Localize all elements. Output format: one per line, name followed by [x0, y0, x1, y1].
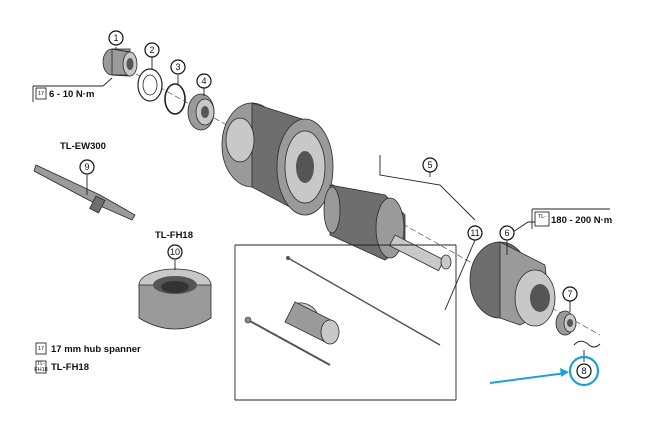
part-7-end-cap	[555, 310, 577, 336]
highlight-arrowhead	[560, 368, 569, 377]
svg-text:4: 4	[201, 76, 206, 86]
highlight-ring	[568, 355, 600, 387]
svg-text:7: 7	[567, 289, 572, 299]
callout-3: 3	[170, 59, 186, 75]
part-4-bearing	[187, 93, 215, 131]
svg-text:180 - 200 N·m: 180 - 200 N·m	[551, 215, 612, 226]
svg-text:6 - 10 N·m: 6 - 10 N·m	[49, 89, 94, 100]
svg-text:11: 11	[470, 228, 479, 238]
svg-text:8: 8	[581, 366, 586, 376]
callout-4: 4	[196, 73, 212, 89]
legend: 17 17 mm hub spanner TL- FH18 TL-FH18	[34, 342, 141, 374]
callout-9: 9	[79, 159, 95, 175]
svg-text:10: 10	[170, 247, 180, 257]
svg-text:5: 5	[427, 160, 432, 170]
callout-6: 6	[499, 225, 515, 241]
torque-small-label: 17 6 - 10 N·m	[32, 85, 103, 102]
tool-ew300-label: TL-EW300	[60, 141, 106, 152]
svg-text:9: 9	[84, 162, 89, 172]
svg-text:2: 2	[149, 45, 154, 55]
svg-text:TL-: TL-	[538, 214, 546, 220]
part-9-tool-ew300	[33, 164, 136, 221]
callout-7: 7	[562, 286, 578, 302]
svg-text:6: 6	[504, 228, 509, 238]
part-3-snap-ring	[164, 83, 186, 115]
hub-shell	[221, 102, 334, 216]
callout-5: 5	[422, 157, 438, 173]
part-5-freehub-body	[323, 184, 452, 272]
callout-10: 10	[167, 244, 183, 260]
callout-11: 11	[467, 225, 483, 241]
part-6-freehub	[469, 241, 556, 327]
svg-text:17 mm hub spanner: 17 mm hub spanner	[51, 344, 141, 355]
svg-text:17: 17	[38, 91, 44, 97]
part-2-washer	[137, 68, 163, 102]
svg-text:3: 3	[175, 62, 180, 72]
callout-8: 8	[576, 363, 592, 379]
svg-text:1: 1	[113, 33, 118, 43]
svg-text:TL-FH18: TL-FH18	[51, 362, 89, 373]
legend-spanner-icon	[35, 342, 47, 355]
callout-1: 1	[108, 30, 124, 46]
callout-2: 2	[144, 42, 160, 58]
svg-text:FH18: FH18	[34, 367, 47, 373]
highlight-arrow	[489, 372, 567, 384]
part-8-spring	[573, 340, 601, 348]
axle-kit-box	[234, 244, 457, 401]
tl-icon	[534, 211, 550, 227]
torque-large-label: TL- 180 - 200 N·m	[531, 208, 612, 229]
spanner-icon	[35, 87, 47, 100]
svg-text:TL-: TL-	[37, 361, 45, 367]
tool-fh18-label: TL-FH18	[155, 230, 193, 241]
part-10-tool-fh18	[138, 268, 212, 330]
part-1-lock-nut	[102, 48, 138, 77]
legend-tl-icon	[35, 360, 47, 374]
svg-text:17: 17	[38, 346, 44, 352]
